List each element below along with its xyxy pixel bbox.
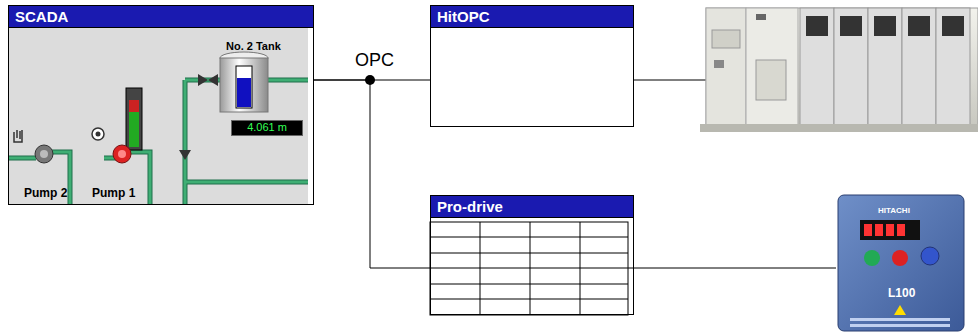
wire [628, 268, 836, 269]
pump-label: Pump 2 [24, 186, 67, 200]
box-title: HitOPC [431, 6, 633, 28]
software-box: Pro-drive [430, 195, 634, 315]
model-label: L100 [888, 286, 915, 300]
value-text: 4.061 m [247, 121, 287, 133]
pump-label: Pump 1 [92, 186, 135, 200]
brand-label: HITACHI [878, 206, 910, 215]
scada-panel: SCADA 4.061 m [8, 5, 314, 205]
plc-picture [700, 8, 978, 132]
box-title: SCADA [9, 6, 313, 28]
bus-line [314, 80, 430, 268]
data-table [430, 222, 628, 315]
value-display: 4.061 m [231, 120, 303, 136]
software-box: HitOPC [430, 5, 634, 127]
inverter-picture [838, 195, 964, 331]
scada-screen [8, 27, 308, 205]
wire [628, 80, 706, 81]
protocol-label: OPC [355, 50, 394, 71]
tank-label: No. 2 Tank [226, 40, 281, 52]
box-title: Pro-drive [431, 196, 633, 218]
